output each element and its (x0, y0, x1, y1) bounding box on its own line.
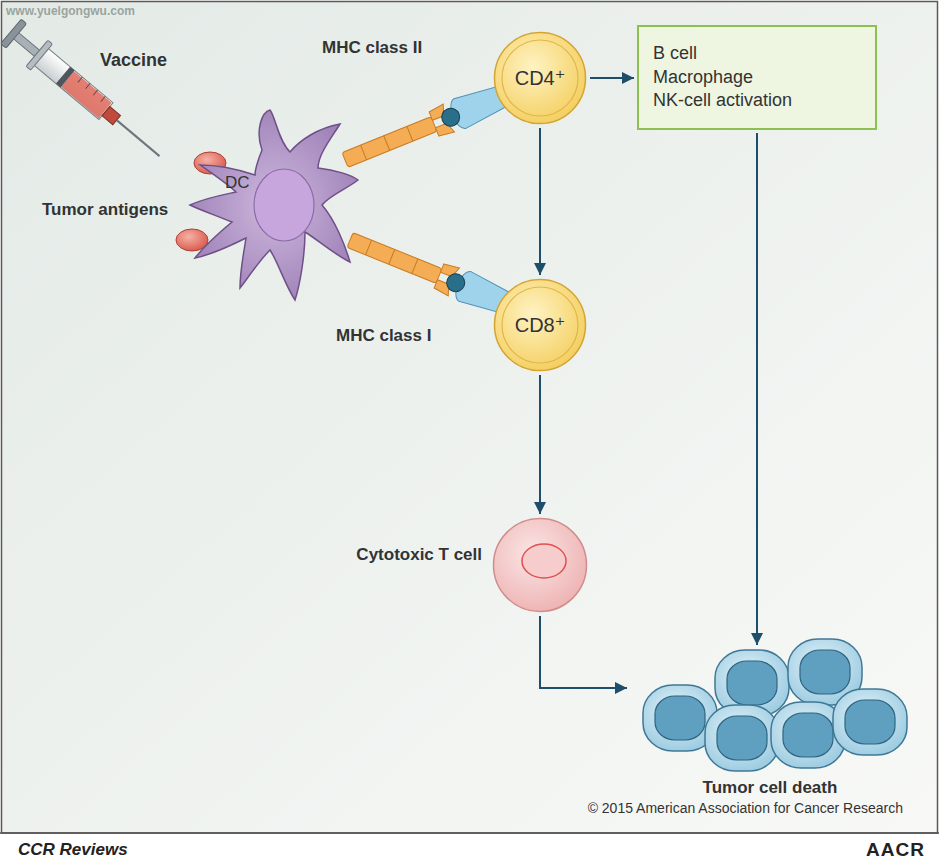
flow-arrow (756, 133, 758, 645)
node-text: Cytotoxic T cell (356, 545, 482, 565)
background-panel (2, 2, 938, 834)
mhc-label: MHC class II (322, 38, 422, 58)
node-text: B cell (653, 42, 861, 65)
dendritic-cell-shape (185, 105, 365, 305)
flow-arrow (539, 375, 541, 514)
footer-rule (0, 832, 939, 834)
antigen-label: Tumor antigens (42, 200, 168, 220)
footer-bar (0, 834, 939, 867)
tumor-cell-cluster-shape (630, 648, 910, 772)
flow-arrow (539, 128, 541, 275)
mhc-class-i-complex (344, 225, 521, 321)
publisher-logo: AACR (866, 839, 925, 861)
vaccine-label: Vaccine (100, 50, 167, 71)
node-text: DC (225, 173, 250, 193)
cytotoxic-t-cell: Cytotoxic T cell (492, 517, 588, 613)
copyright-note: © 2015 American Association for Cancer R… (588, 800, 903, 816)
node-text: Tumor cell death (630, 778, 910, 798)
syringe (0, 18, 170, 169)
node-text: CD4⁺ (515, 66, 566, 90)
node-text: CD8⁺ (515, 313, 566, 337)
tumor-cell-cluster: Tumor cell death (630, 648, 910, 772)
mhc-class-ii-complex (339, 78, 516, 174)
cd4-t-cell: CD4⁺ (493, 31, 587, 125)
node-text: Macrophage (653, 66, 861, 89)
watermark: www.yuelgongwu.com (6, 4, 135, 18)
mhc-label: MHC class I (336, 326, 431, 346)
cd8-t-cell: CD8⁺ (493, 278, 587, 372)
flow-arrow (540, 616, 627, 688)
effector-box: B cellMacrophageNK-cell activation (637, 25, 877, 130)
cytotoxic-t-cell-shape (492, 517, 588, 613)
journal-name: CCR Reviews (18, 840, 128, 860)
dendritic-cell: DC (185, 105, 365, 305)
flow-arrow (590, 77, 634, 79)
node-text: NK-cell activation (653, 89, 861, 112)
